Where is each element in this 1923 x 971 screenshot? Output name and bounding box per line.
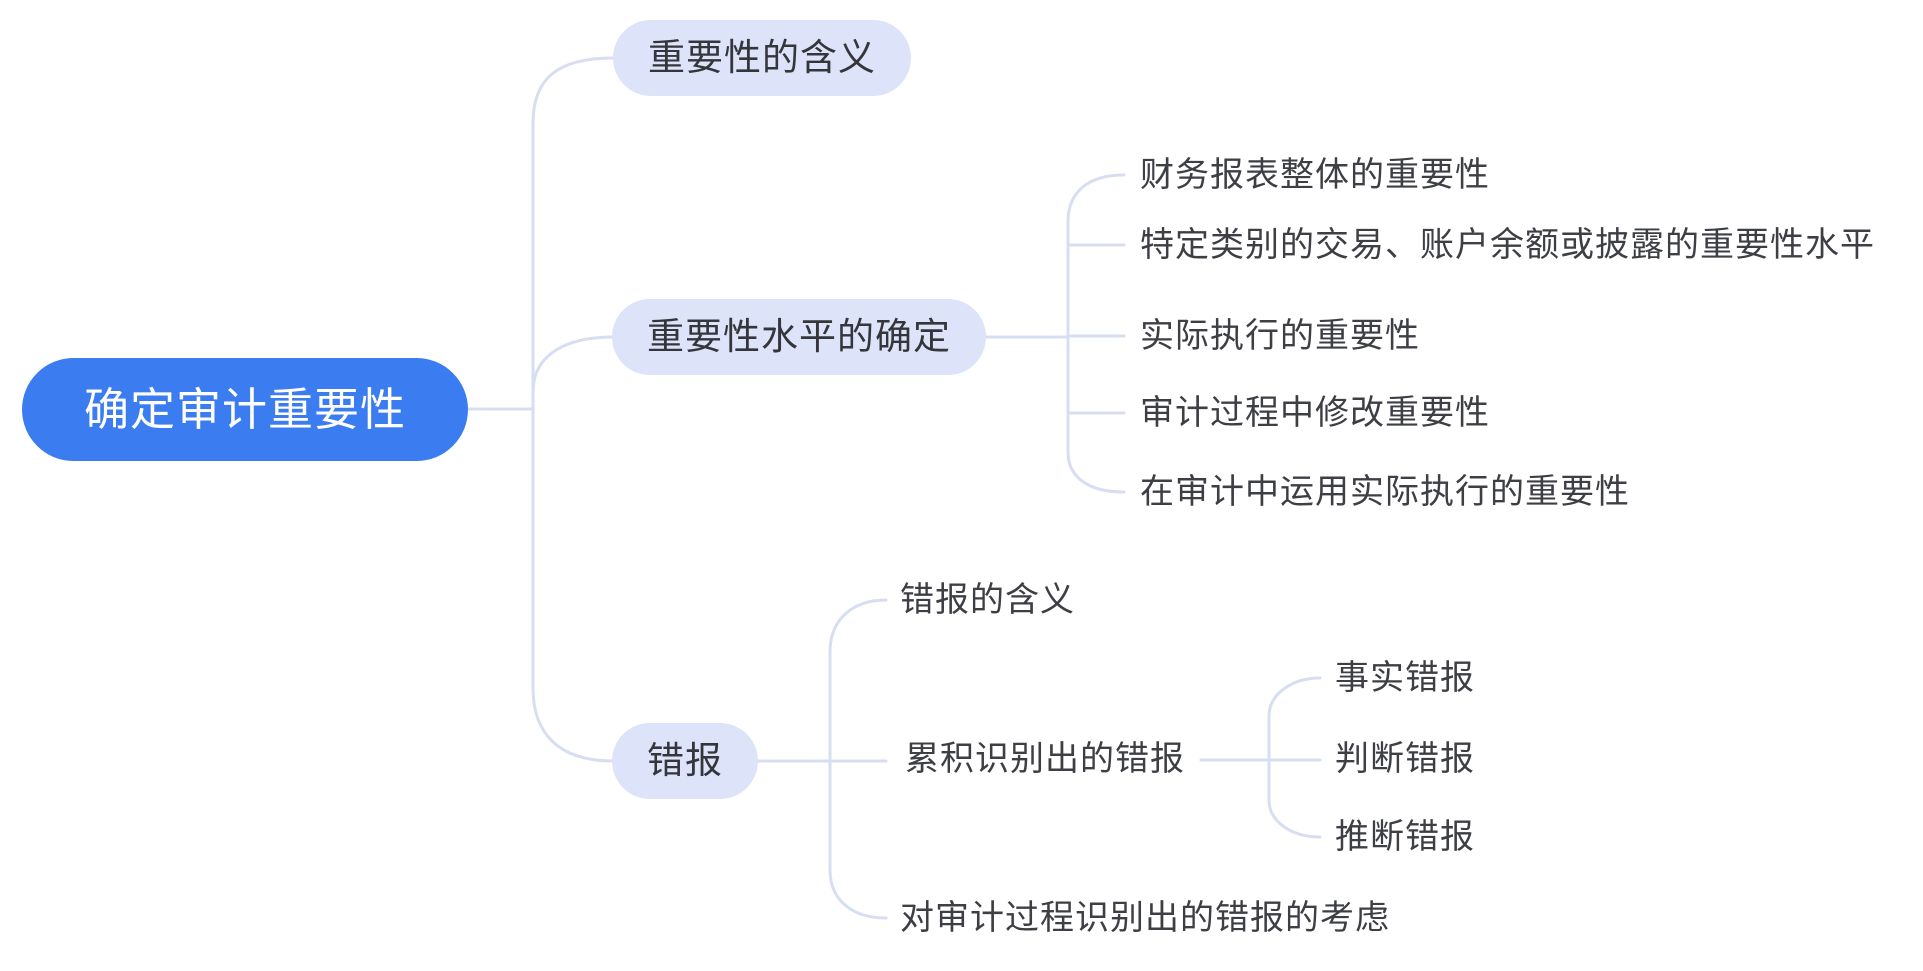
node-topic-revise-materiality-during-audit[interactable]: 审计过程中修改重要性 bbox=[1140, 394, 1490, 432]
node-topic-misstatement-meaning[interactable]: 错报的含义 bbox=[900, 581, 1075, 619]
node-topic-specific-classes-materiality[interactable]: 特定类别的交易、账户余额或披露的重要性水平 bbox=[1140, 226, 1875, 264]
node-topic-apply-performance-materiality[interactable]: 在审计中运用实际执行的重要性 bbox=[1140, 473, 1630, 511]
node-branch-materiality-meaning[interactable]: 重要性的含义 bbox=[613, 20, 911, 96]
node-topic-consideration-of-identified-misstatements[interactable]: 对审计过程识别出的错报的考虑 bbox=[900, 899, 1390, 937]
node-root-determine-audit-materiality[interactable]: 确定审计重要性 bbox=[22, 358, 469, 461]
node-branch-materiality-level-determination[interactable]: 重要性水平的确定 bbox=[612, 299, 986, 375]
node-topic-performance-materiality[interactable]: 实际执行的重要性 bbox=[1140, 317, 1420, 355]
node-topic-projected-misstatement[interactable]: 推断错报 bbox=[1335, 818, 1475, 856]
node-topic-overall-fs-materiality[interactable]: 财务报表整体的重要性 bbox=[1140, 156, 1490, 194]
node-topic-accumulated-identified-misstatements[interactable]: 累积识别出的错报 bbox=[905, 740, 1185, 778]
node-branch-misstatement[interactable]: 错报 bbox=[612, 723, 758, 799]
node-topic-factual-misstatement[interactable]: 事实错报 bbox=[1335, 659, 1475, 697]
node-topic-judgmental-misstatement[interactable]: 判断错报 bbox=[1335, 740, 1475, 778]
